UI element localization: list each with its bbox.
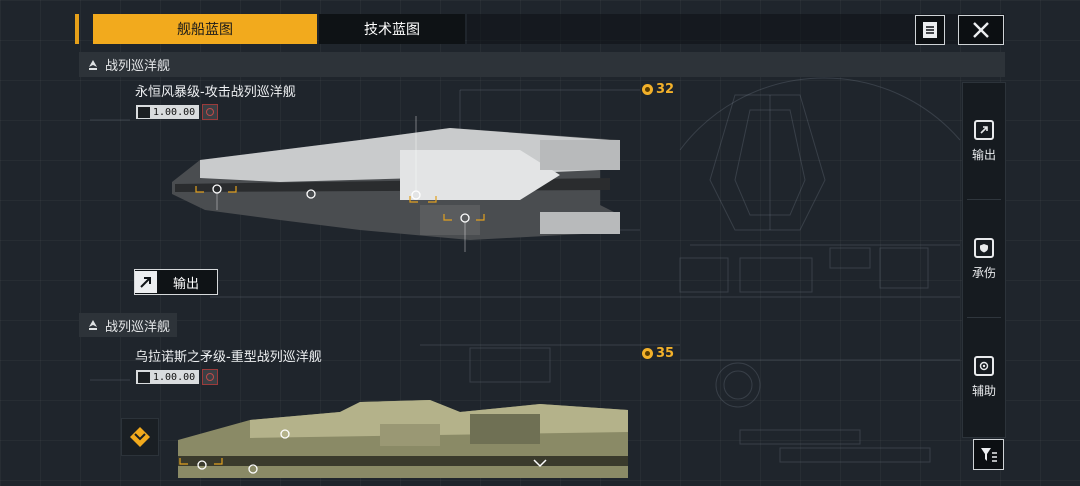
support-icon: [974, 355, 994, 376]
ship-name: 永恒风暴级-攻击战列巡洋舰: [135, 85, 296, 100]
attribute-value: 1.00.00: [153, 371, 196, 383]
attribute-value: 1.00.00: [153, 106, 196, 118]
role-filter-panel: 输出 承伤 辅助: [962, 82, 1006, 438]
cost-icon: [642, 348, 653, 359]
attribute-badge: 1.00.00: [136, 105, 200, 119]
role-label: 承伤: [971, 265, 996, 280]
arrow-out-icon: [135, 271, 157, 293]
section-label: 战列巡洋舰: [105, 319, 171, 335]
close-button[interactable]: [958, 15, 1004, 45]
top-accent-bar: [75, 14, 79, 44]
role-output-button[interactable]: 输出: [963, 83, 1005, 199]
weapon-icon: [138, 371, 150, 383]
output-button-label: 输出: [173, 276, 200, 292]
ship-class-icon: [89, 59, 97, 70]
tab-ship-blueprint[interactable]: 舰船蓝图: [93, 14, 317, 44]
ship-1-illustration[interactable]: [172, 116, 620, 252]
divider: [967, 199, 1001, 200]
section-label: 战列巡洋舰: [105, 59, 171, 74]
ship-cost: 35: [642, 346, 674, 361]
cost-icon: [642, 84, 653, 95]
divider: [967, 317, 1001, 318]
ship-cost: 32: [642, 82, 674, 97]
ship-attributes: 1.00.00: [136, 104, 219, 120]
filter-icon: [980, 447, 997, 462]
cost-value: 35: [656, 346, 675, 361]
ship-2-illustration[interactable]: [178, 400, 628, 478]
role-label: 输出: [971, 147, 996, 162]
arrow-out-icon: [974, 119, 994, 140]
role-tank-button[interactable]: 承伤: [963, 201, 1005, 317]
section-header-battlecruiser-1[interactable]: 战列巡洋舰: [79, 52, 1005, 77]
weapon-icon: [138, 106, 150, 118]
module-icon: [202, 104, 219, 120]
module-icon: [202, 369, 219, 385]
output-role-button[interactable]: 输出: [134, 269, 218, 295]
attribute-badge: 1.00.00: [136, 370, 200, 384]
role-label: 辅助: [971, 383, 996, 398]
filter-button[interactable]: [973, 439, 1004, 470]
document-icon: [923, 22, 937, 38]
tab-tech-blueprint[interactable]: 技术蓝图: [319, 14, 465, 44]
notes-button[interactable]: [915, 15, 945, 45]
ship-class-icon: [89, 320, 97, 330]
shield-icon: [974, 237, 994, 258]
close-icon: [973, 22, 989, 38]
cost-value: 32: [656, 82, 675, 97]
section-header-battlecruiser-2[interactable]: 战列巡洋舰: [79, 313, 177, 337]
ship-name: 乌拉诺斯之矛级-重型战列巡洋舰: [135, 350, 322, 365]
role-support-button[interactable]: 辅助: [963, 319, 1005, 435]
rank-badge-button[interactable]: [121, 418, 159, 456]
ship-attributes: 1.00.00: [136, 369, 219, 385]
chevron-rank-icon: [130, 427, 150, 447]
